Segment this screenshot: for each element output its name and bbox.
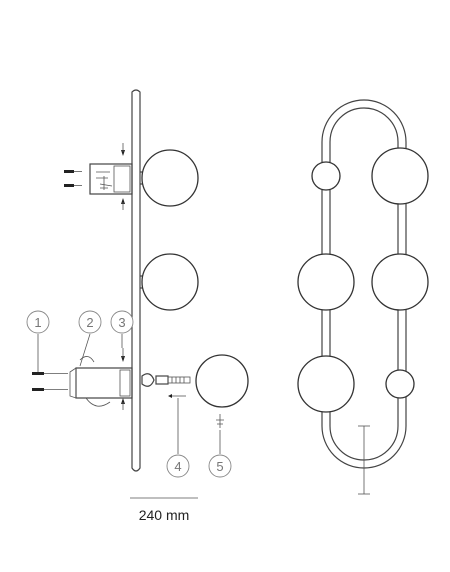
callout-label: 5 xyxy=(216,459,223,474)
callout-5: 5 xyxy=(208,454,232,478)
globe-shade xyxy=(195,354,249,408)
screw-icon xyxy=(64,170,82,187)
callout-label: 3 xyxy=(118,315,125,330)
middle-globe-assembly xyxy=(140,253,199,311)
callout-1: 1 xyxy=(26,310,50,334)
callout-3: 3 xyxy=(110,310,134,334)
upper-globe-assembly xyxy=(140,149,199,207)
width-dimension-label: 240 mm xyxy=(139,507,190,523)
height-dimension-marker xyxy=(358,425,370,495)
upper-mounting-bracket xyxy=(64,143,133,210)
globe-shade xyxy=(371,147,429,205)
backplate-rail xyxy=(131,89,141,472)
globe-shade xyxy=(297,355,355,413)
callout-leaders xyxy=(37,333,221,454)
exploded-lamp-holder xyxy=(141,354,249,428)
globe-shade xyxy=(371,253,429,311)
callout-label: 4 xyxy=(174,459,181,474)
side-view: 1 2 3 4 5 240 mm xyxy=(26,89,249,523)
width-dimension: 240 mm xyxy=(130,497,198,523)
callout-2: 2 xyxy=(78,310,102,334)
front-view xyxy=(297,99,429,495)
globe-shade xyxy=(311,161,341,191)
callout-label: 2 xyxy=(86,315,93,330)
callout-4: 4 xyxy=(166,454,190,478)
frame-outer xyxy=(321,99,407,469)
frame-inner xyxy=(329,107,399,461)
globe-shade xyxy=(297,253,355,311)
globe-shade xyxy=(385,369,415,399)
screw-icon xyxy=(32,372,68,391)
lower-mounting-bracket xyxy=(32,348,133,410)
callout-label: 1 xyxy=(34,315,41,330)
globe-shade xyxy=(141,253,199,311)
globe-shade xyxy=(141,149,199,207)
